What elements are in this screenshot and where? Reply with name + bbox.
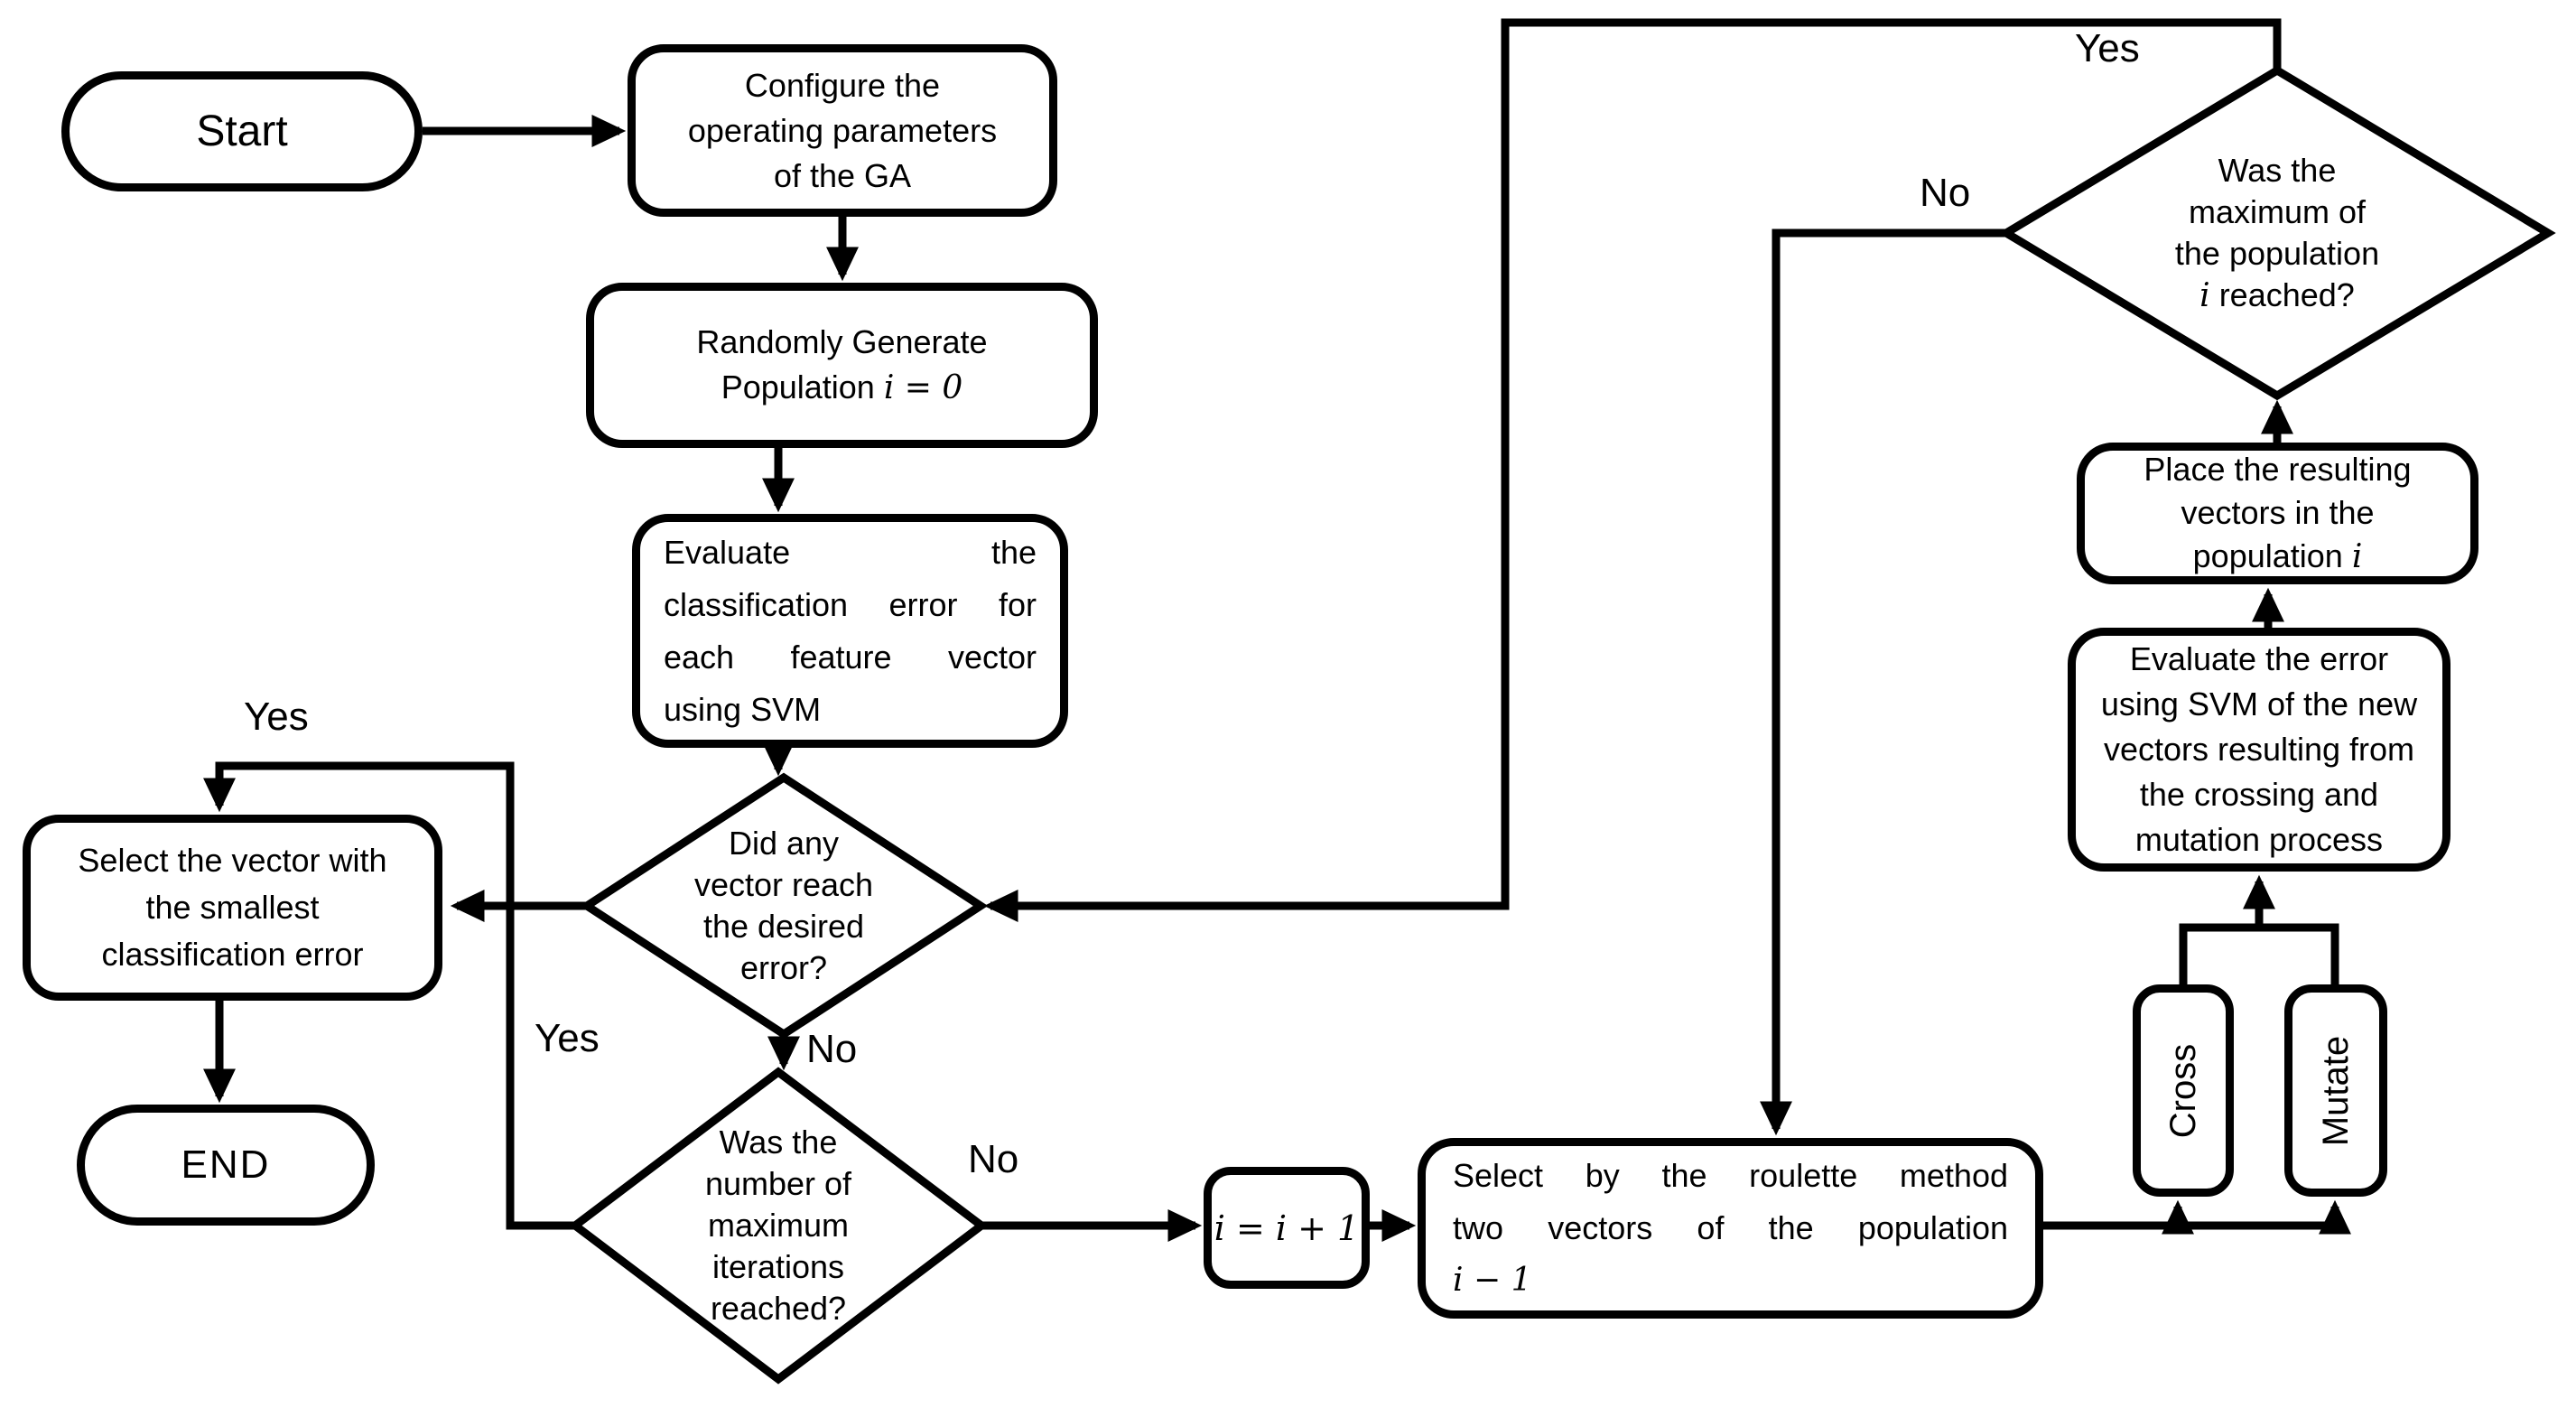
place-line-prefix: population: [2192, 537, 2352, 574]
generate-line-prefix: Population: [721, 368, 884, 406]
cross-label: Cross: [2163, 1043, 2204, 1138]
max-population-line-math: i: [2199, 276, 2210, 314]
evaluate-new-line: vectors resulting from: [2103, 731, 2415, 768]
edge-label-no-max-population: No: [1920, 171, 1971, 215]
node-roulette-selection: Select by the roulette method two vector…: [1418, 1138, 2043, 1319]
configure-line: operating parameters: [687, 111, 998, 149]
evaluate-new-line: the crossing and: [2139, 776, 2379, 813]
mutate-label: Mutate: [2316, 1035, 2357, 1146]
max-population-line: i reached?: [2199, 275, 2355, 317]
edge-label-yes-max-iterations: Yes: [535, 1016, 600, 1060]
max-iterations-line: Was the: [719, 1124, 838, 1161]
max-iterations-line: reached?: [710, 1290, 847, 1327]
desired-error-line: Did any: [728, 825, 840, 862]
node-mutate: Mutate: [2284, 984, 2387, 1197]
evaluate-svm-line: Evaluate the: [664, 533, 1037, 571]
decision-max-iterations-shape: [568, 1067, 989, 1385]
place-line: population i: [2193, 535, 2363, 579]
edge-max-population-yes-to-desired-error: [983, 18, 2282, 922]
node-configure-parameters: Configure the operating parameters of th…: [628, 44, 1057, 217]
evaluate-svm-line: each feature vector: [664, 638, 1037, 676]
edge-cross-mutate-join: [2179, 923, 2339, 986]
edge-label-no-max-iterations: No: [968, 1137, 1019, 1181]
edge-max-population-no-to-roulette: [1760, 228, 2006, 1136]
max-iterations-line: iterations: [711, 1248, 845, 1285]
end-label: END: [181, 1142, 271, 1187]
decision-desired-error-text: Did any vector reach the desired error?: [630, 823, 937, 989]
edge-roulette-to-mutate: [2043, 1199, 2351, 1235]
evaluate-new-line: mutation process: [2134, 821, 2384, 858]
select-smallest-line: Select the vector with: [78, 842, 387, 879]
select-smallest-line: the smallest: [145, 889, 320, 926]
place-line-math: i: [2351, 538, 2363, 575]
evaluate-svm-line: classification error for: [664, 585, 1037, 623]
node-place-vectors: Place the resulting vectors in the popul…: [2077, 443, 2478, 584]
roulette-line-math: i − 1: [1453, 1262, 1532, 1299]
roulette-line: Select by the roulette method: [1453, 1157, 2008, 1194]
node-end: END: [77, 1105, 375, 1226]
desired-error-line: error?: [739, 949, 828, 986]
increment-math: i = i + 1: [1214, 1208, 1360, 1248]
max-population-line: the population: [2174, 234, 2380, 272]
node-evaluate-new-vectors: Evaluate the error using SVM of the new …: [2068, 628, 2450, 872]
configure-line: of the GA: [773, 156, 912, 194]
desired-error-line: the desired: [702, 908, 865, 945]
generate-line: Population i = 0: [721, 365, 963, 411]
configure-line: Configure the: [744, 66, 941, 104]
select-smallest-line: classification error: [101, 936, 364, 973]
max-population-line: Was the: [2218, 151, 2337, 189]
node-generate-population: Randomly Generate Population i = 0: [586, 283, 1098, 448]
max-iterations-line: maximum: [707, 1207, 849, 1244]
evaluate-new-line: using SVM of the new: [2100, 685, 2418, 723]
decision-max-population-shape: [1998, 65, 2556, 401]
node-increment-i: i = i + 1: [1204, 1167, 1370, 1289]
edge-label-yes-desired-error: Yes: [244, 695, 309, 739]
generate-line: Randomly Generate: [696, 323, 988, 360]
place-line: Place the resulting: [2144, 451, 2412, 488]
start-label: Start: [196, 107, 288, 155]
max-population-line-suffix: reached?: [2209, 275, 2355, 313]
decision-max-population-text: Was the maximum of the population i reac…: [2097, 150, 2458, 316]
generate-line-math: i = 0: [883, 369, 963, 406]
edge-label-no-desired-error: No: [806, 1027, 858, 1071]
roulette-line: two vectors of the population: [1453, 1209, 2008, 1246]
node-start: Start: [61, 71, 423, 191]
decision-desired-error-shape: [579, 772, 989, 1040]
node-evaluate-classification-error: Evaluate the classification error for ea…: [632, 514, 1068, 748]
node-select-smallest-error: Select the vector with the smallest clas…: [23, 815, 442, 1001]
evaluate-svm-line: using SVM: [664, 690, 822, 728]
max-population-line: maximum of: [2188, 192, 2367, 230]
evaluate-new-line: Evaluate the error: [2129, 640, 2389, 677]
edge-max-iterations-yes-to-select: [203, 761, 575, 1230]
node-cross: Cross: [2133, 984, 2234, 1197]
decision-max-iterations-text: Was the number of maximum iterations rea…: [625, 1122, 932, 1329]
desired-error-line: vector reach: [693, 866, 874, 903]
edge-label-yes-max-population: Yes: [2075, 26, 2140, 70]
max-iterations-line: number of: [704, 1165, 852, 1202]
place-line: vectors in the: [2181, 494, 2375, 531]
